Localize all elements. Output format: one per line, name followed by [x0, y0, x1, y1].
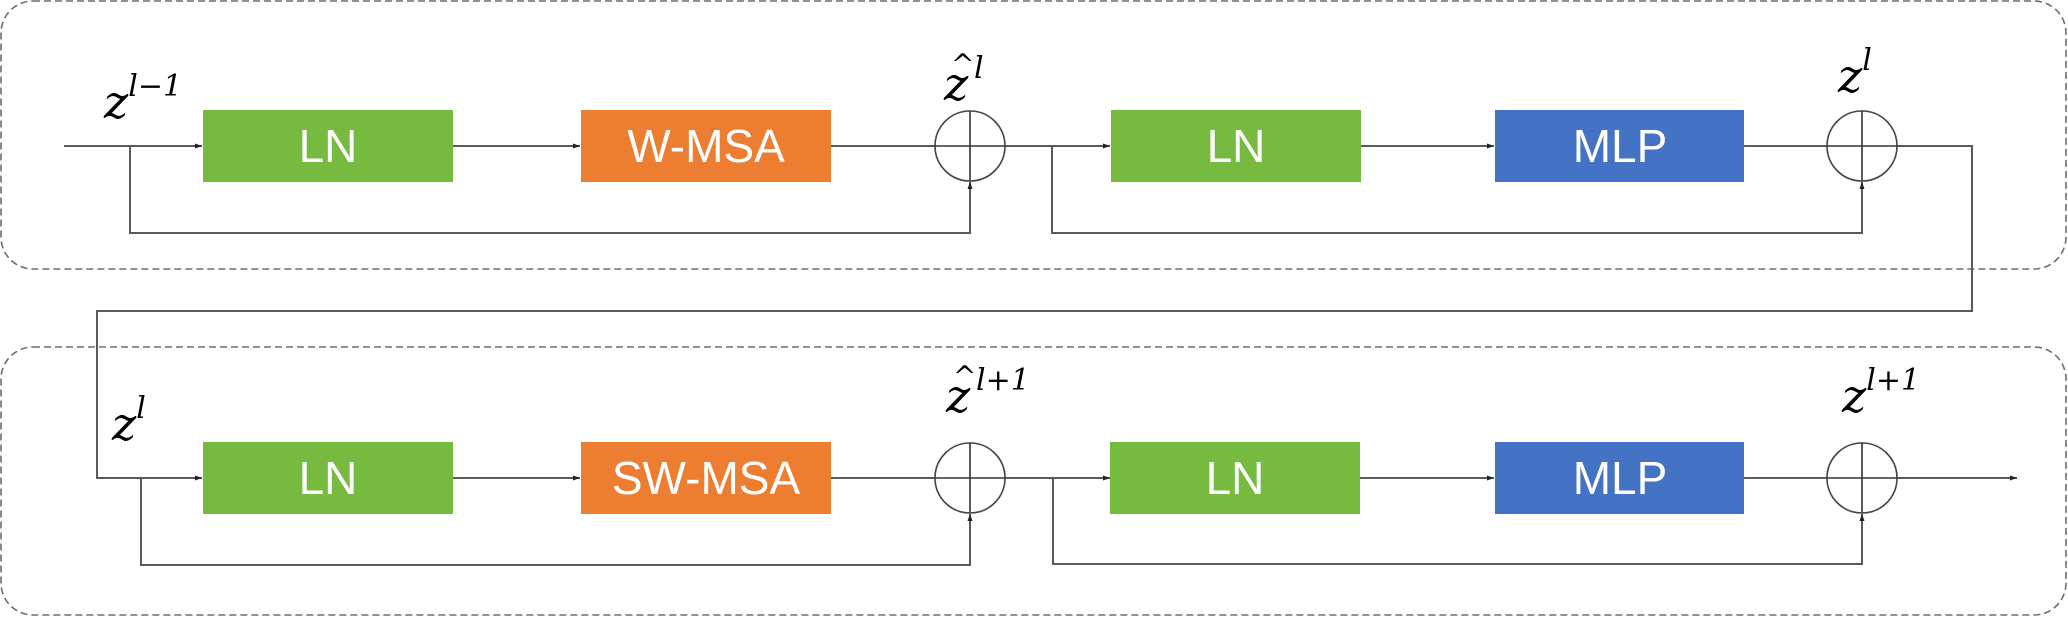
- bottom-mid-label: z ^ l+1: [945, 360, 1030, 423]
- circle-plus-icon: [934, 442, 1006, 514]
- top-mlp-block: MLP: [1495, 110, 1744, 182]
- svg-text:l: l: [974, 51, 984, 86]
- top-wmsa-label: W-MSA: [627, 120, 785, 172]
- hat-accent: ^: [951, 48, 974, 81]
- top-skip-connection-2: [1051, 146, 1865, 234]
- bottom-ln2-label: LN: [1206, 452, 1265, 504]
- top-row: LN W-MSA LN MLP zl−1 z: [64, 43, 1973, 481]
- svg-text:z: z: [945, 369, 971, 423]
- top-ln2-block: LN: [1111, 110, 1361, 182]
- top-wmsa-block: W-MSA: [581, 110, 831, 182]
- bottom-output-label: zl+1: [1841, 363, 1920, 423]
- bottom-ln1-label: LN: [299, 452, 358, 504]
- bottom-ln2-block: LN: [1110, 442, 1360, 514]
- top-ln1-label: LN: [299, 120, 358, 172]
- inter-block-connector: [96, 145, 1973, 481]
- bottom-mlp-block: MLP: [1495, 442, 1744, 514]
- top-output-label: zl: [1837, 43, 1872, 103]
- bottom-swmsa-block: SW-MSA: [581, 442, 831, 514]
- hat-accent: ^: [953, 360, 976, 393]
- svg-text:l+1: l+1: [976, 363, 1030, 398]
- circle-plus-icon: [1826, 442, 1898, 514]
- top-mid-label: z ^ l: [943, 48, 984, 111]
- bottom-input-label: zl: [111, 391, 146, 451]
- top-mlp-label: MLP: [1573, 120, 1668, 172]
- bottom-skip-connection-2: [1052, 478, 1865, 565]
- circle-plus-icon: [934, 110, 1006, 182]
- top-block-group: [0, 0, 2067, 270]
- bottom-mlp-label: MLP: [1573, 452, 1668, 504]
- bottom-row: LN SW-MSA LN MLP zl z ^: [111, 360, 2017, 566]
- top-input-label: zl−1: [103, 69, 182, 129]
- svg-text:z: z: [943, 57, 969, 111]
- circle-plus-icon: [1826, 110, 1898, 182]
- bottom-skip-connection-1: [140, 478, 973, 566]
- top-skip-connection-1: [129, 146, 973, 234]
- bottom-block-group: [0, 346, 2067, 616]
- top-ln2-label: LN: [1207, 120, 1266, 172]
- top-ln1-block: LN: [203, 110, 453, 182]
- bottom-ln1-block: LN: [203, 442, 453, 514]
- bottom-swmsa-label: SW-MSA: [612, 452, 801, 504]
